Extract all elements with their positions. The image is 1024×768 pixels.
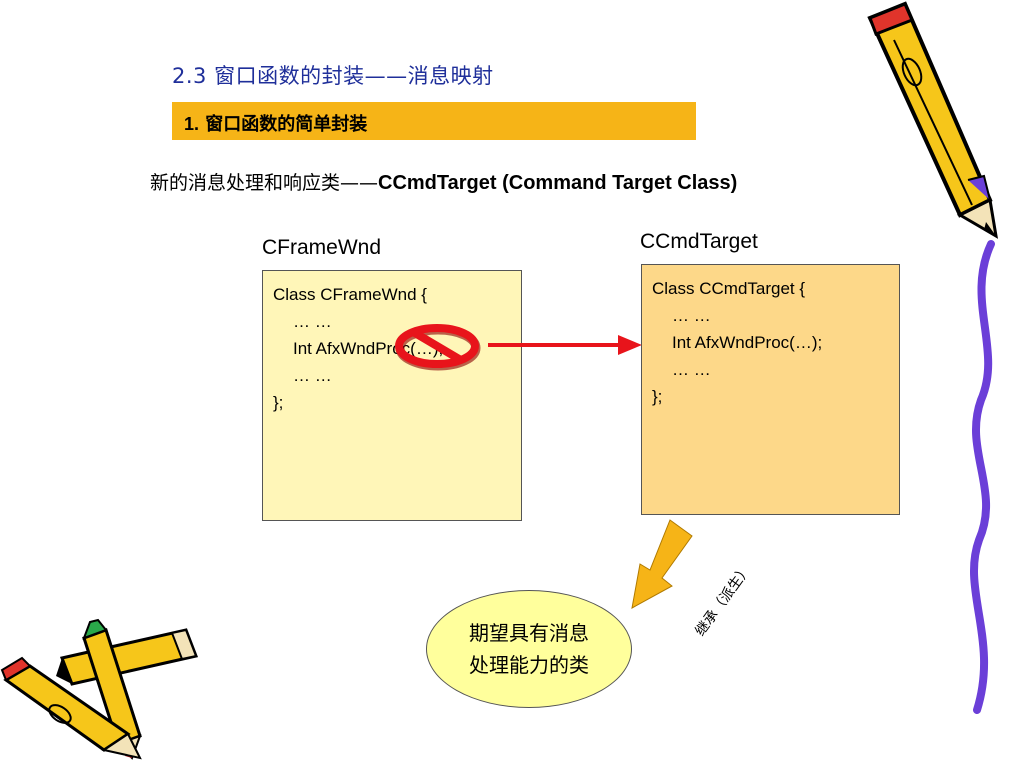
- code-line: … …: [672, 306, 711, 325]
- inherit-arrow: [631, 519, 693, 609]
- code-line: Class CFrameWnd {: [273, 285, 427, 304]
- pencils-icon: [0, 618, 199, 760]
- derived-class-ellipse: 期望具有消息 处理能力的类: [426, 590, 632, 708]
- derived-class-line: 处理能力的类: [469, 653, 589, 677]
- code-line: … …: [672, 360, 711, 379]
- left-class-code-box: Class CFrameWnd { … … Int AfxWndProc(…);…: [262, 270, 522, 521]
- code-line: };: [652, 387, 663, 406]
- code-line: Class CCmdTarget {: [652, 279, 806, 298]
- code-line: Int AfxWndProc(…);: [672, 333, 823, 352]
- prohibit-sign-icon: [395, 324, 481, 371]
- code-line: … …: [293, 312, 332, 331]
- section-number: 1.: [184, 114, 200, 134]
- derived-class-line: 期望具有消息: [469, 621, 589, 645]
- squiggle-line: [970, 240, 995, 714]
- section-heading-text: 窗口函数的简单封装: [205, 114, 368, 135]
- right-class-code-box: Class CCmdTarget { … … Int AfxWndProc(…)…: [641, 264, 900, 515]
- left-class-title: CFrameWnd: [262, 236, 382, 259]
- intro-english: CCmdTarget (Command Target Class): [378, 172, 738, 194]
- intro-chinese: 新的消息处理和响应类——: [150, 172, 379, 194]
- right-class-title: CCmdTarget: [640, 230, 758, 253]
- pencil-icon: [867, 1, 999, 239]
- slide-title: 2.3 窗口函数的封装——消息映射: [172, 64, 494, 88]
- code-line: };: [273, 393, 284, 412]
- section-heading: 1. 窗口函数的简单封装: [184, 110, 367, 136]
- code-line: … …: [293, 366, 332, 385]
- move-arrow: [488, 335, 642, 355]
- intro-line: 新的消息处理和响应类——CCmdTarget (Command Target C…: [150, 168, 737, 195]
- section-heading-bar: 1. 窗口函数的简单封装: [172, 102, 696, 140]
